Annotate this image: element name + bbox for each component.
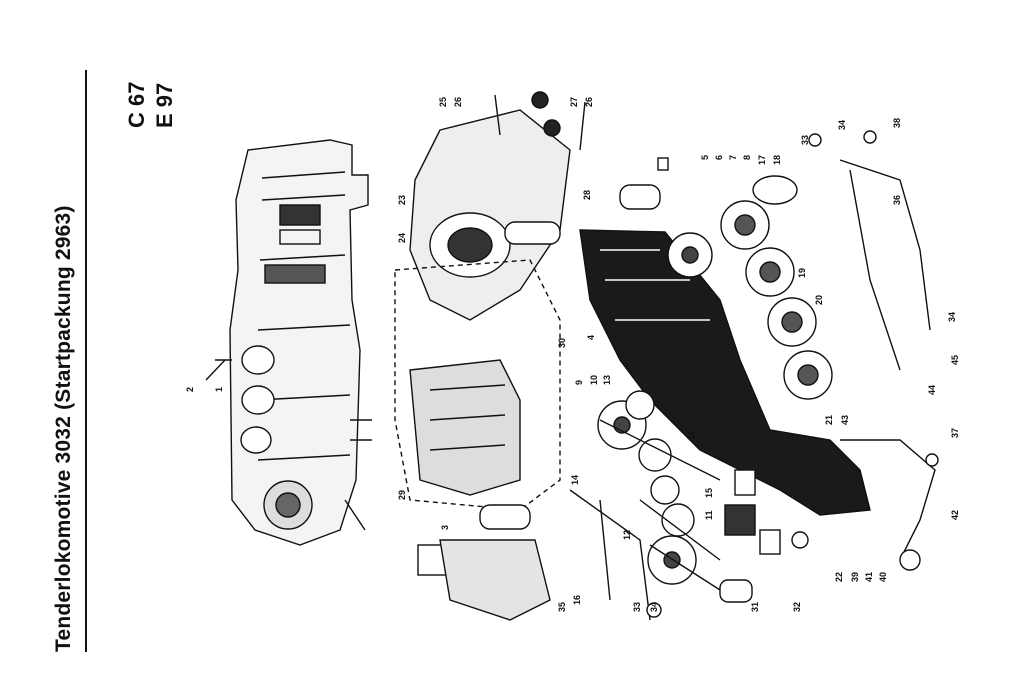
callout-29: 29 [397,490,407,500]
callout-27: 27 [569,97,579,107]
callout-3: 3 [440,525,450,530]
callout-6: 6 [714,155,724,160]
callout-32: 32 [792,602,802,612]
catalog-code-2: E 97 [152,82,177,128]
callout-11a: 11 [686,430,696,440]
callout-35: 35 [557,602,567,612]
callout-19: 19 [797,268,807,278]
callout-8: 8 [742,155,752,160]
callout-9: 9 [574,380,584,385]
callout-33b: 33 [632,602,642,612]
callout-17: 17 [757,155,767,165]
callout-24: 24 [397,233,407,243]
callout-38: 38 [892,118,902,128]
callout-39: 39 [850,572,860,582]
callout-25: 25 [438,97,448,107]
callout-42: 42 [950,510,960,520]
callout-20: 20 [814,295,824,305]
side-rods-drawing [569,159,936,621]
callout-40: 40 [878,572,888,582]
weight-block-drawing [409,359,521,496]
chassis-plate-drawing [579,229,871,516]
callout-43: 43 [840,415,850,425]
callout-33a: 33 [800,135,810,145]
callout-4: 4 [586,335,596,340]
callout-36: 36 [892,195,902,205]
callout-30: 30 [557,338,567,348]
callout-34c: 34 [649,602,659,612]
callout-21: 21 [824,415,834,425]
callout-12: 12 [622,530,632,540]
callout-18: 18 [772,155,782,165]
catalog-code-1: C 67 [124,81,149,128]
callout-15: 15 [704,488,714,498]
wheelset-drawing [720,175,833,400]
callout-23: 23 [397,195,407,205]
callout-31: 31 [750,602,760,612]
callout-28: 28 [582,190,592,200]
callout-7: 7 [728,155,738,160]
callout-41: 41 [864,572,874,582]
callout-11b: 11 [704,510,714,520]
callout-1: 1 [214,387,224,392]
callout-16: 16 [572,595,582,605]
callout-labels: 1 2 3 4 5 6 7 8 9 10 11 11 12 13 14 15 1… [185,97,960,612]
motor-assembly-drawing [409,91,586,321]
callout-13: 13 [602,375,612,385]
gear-train-drawing [597,232,721,591]
callout-37: 37 [950,428,960,438]
callout-34b: 34 [947,312,957,322]
locomotive-body-drawing [205,139,372,546]
callout-34a: 34 [837,120,847,130]
callout-2: 2 [185,387,195,392]
callout-45: 45 [950,355,960,365]
frame-outline-drawing [394,259,561,511]
page-title: Tenderlokomotive 3032 (Startpackung 2963… [52,205,75,652]
callout-14: 14 [570,475,580,485]
callout-22: 22 [834,572,844,582]
small-parts-drawing [417,130,939,621]
vertical-rule [85,70,87,652]
callout-5: 5 [700,155,710,160]
callout-26b: 26 [584,97,594,107]
callout-44: 44 [927,385,937,395]
exploded-parts-diagram: 1 2 3 4 5 6 7 8 9 10 11 11 12 13 14 15 1… [185,91,960,621]
callout-26a: 26 [453,97,463,107]
callout-10: 10 [589,375,599,385]
